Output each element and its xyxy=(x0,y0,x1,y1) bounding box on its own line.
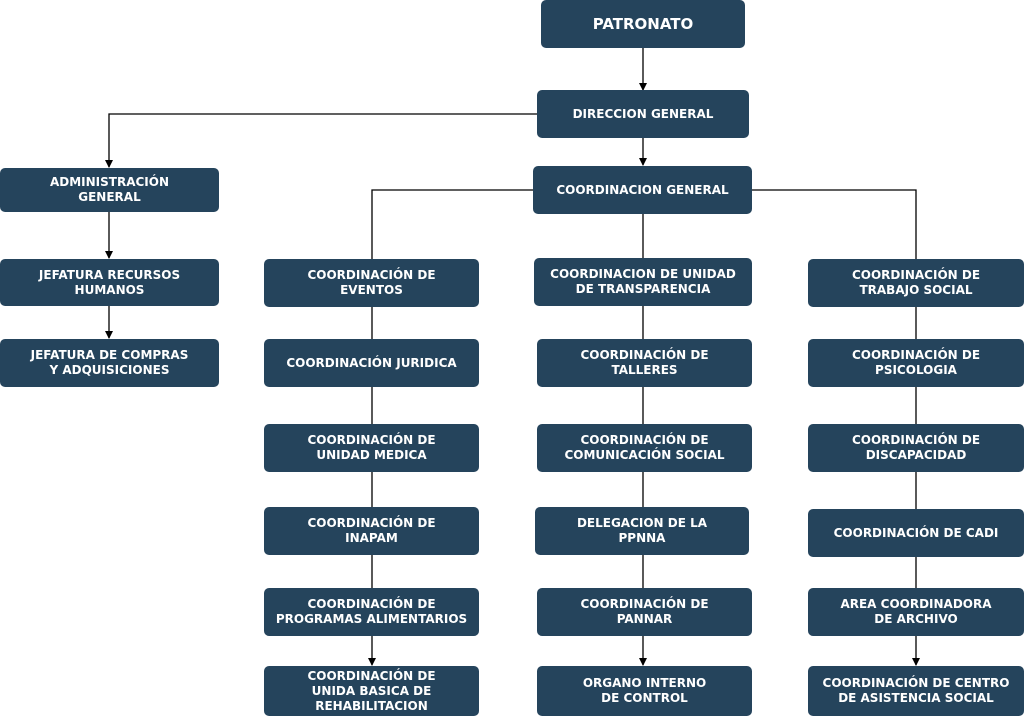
box-jefatura-compras: JEFATURA DE COMPRAS Y ADQUISICIONES xyxy=(0,339,219,387)
box-coord-transparencia: COORDINACION DE UNIDAD DE TRANSPARENCIA xyxy=(534,258,752,306)
box-coord-programas-alimentarios: COORDINACIÓN DE PROGRAMAS ALIMENTARIOS xyxy=(264,588,479,636)
box-coord-unidad-basica-rehabilitacion: COORDINACIÓN DE UNIDA BASICA DE REHABILI… xyxy=(264,666,479,716)
box-coord-cadi: COORDINACIÓN DE CADI xyxy=(808,509,1024,557)
box-coord-juridica: COORDINACIÓN JURIDICA xyxy=(264,339,479,387)
box-coordinacion-general: COORDINACION GENERAL xyxy=(533,166,752,214)
box-coord-psicologia: COORDINACIÓN DE PSICOLOGIA xyxy=(808,339,1024,387)
connector-direccion-administracion xyxy=(105,113,537,168)
box-delegacion-ppnna: DELEGACION DE LA PPNNA xyxy=(535,507,749,555)
box-administracion-general: ADMINISTRACIÓN GENERAL xyxy=(0,168,219,212)
box-coord-discapacidad: COORDINACIÓN DE DISCAPACIDAD xyxy=(808,424,1024,472)
box-coord-trabajo-social: COORDINACIÓN DE TRABAJO SOCIAL xyxy=(808,259,1024,307)
box-coord-talleres: COORDINACIÓN DE TALLERES xyxy=(537,339,752,387)
box-coord-inapam: COORDINACIÓN DE INAPAM xyxy=(264,507,479,555)
box-jefatura-recursos-humanos: JEFATURA RECURSOS HUMANOS xyxy=(0,259,219,306)
connector-coord-right-branch xyxy=(752,189,917,259)
box-coord-pannar: COORDINACIÓN DE PANNAR xyxy=(537,588,752,636)
box-direccion-general: DIRECCION GENERAL xyxy=(537,90,749,138)
box-coord-eventos: COORDINACIÓN DE EVENTOS xyxy=(264,259,479,307)
box-organo-interno-control: ORGANO INTERNO DE CONTROL xyxy=(537,666,752,716)
box-coord-centro-asistencia-social: COORDINACIÓN DE CENTRO DE ASISTENCIA SOC… xyxy=(808,666,1024,716)
box-patronato: PATRONATO xyxy=(541,0,745,48)
connector-coord-left-branch xyxy=(371,189,533,259)
box-coord-unidad-medica: COORDINACIÓN DE UNIDAD MEDICA xyxy=(264,424,479,472)
box-coord-comunicacion-social: COORDINACIÓN DE COMUNICACIÓN SOCIAL xyxy=(537,424,752,472)
box-area-archivo: AREA COORDINADORA DE ARCHIVO xyxy=(808,588,1024,636)
